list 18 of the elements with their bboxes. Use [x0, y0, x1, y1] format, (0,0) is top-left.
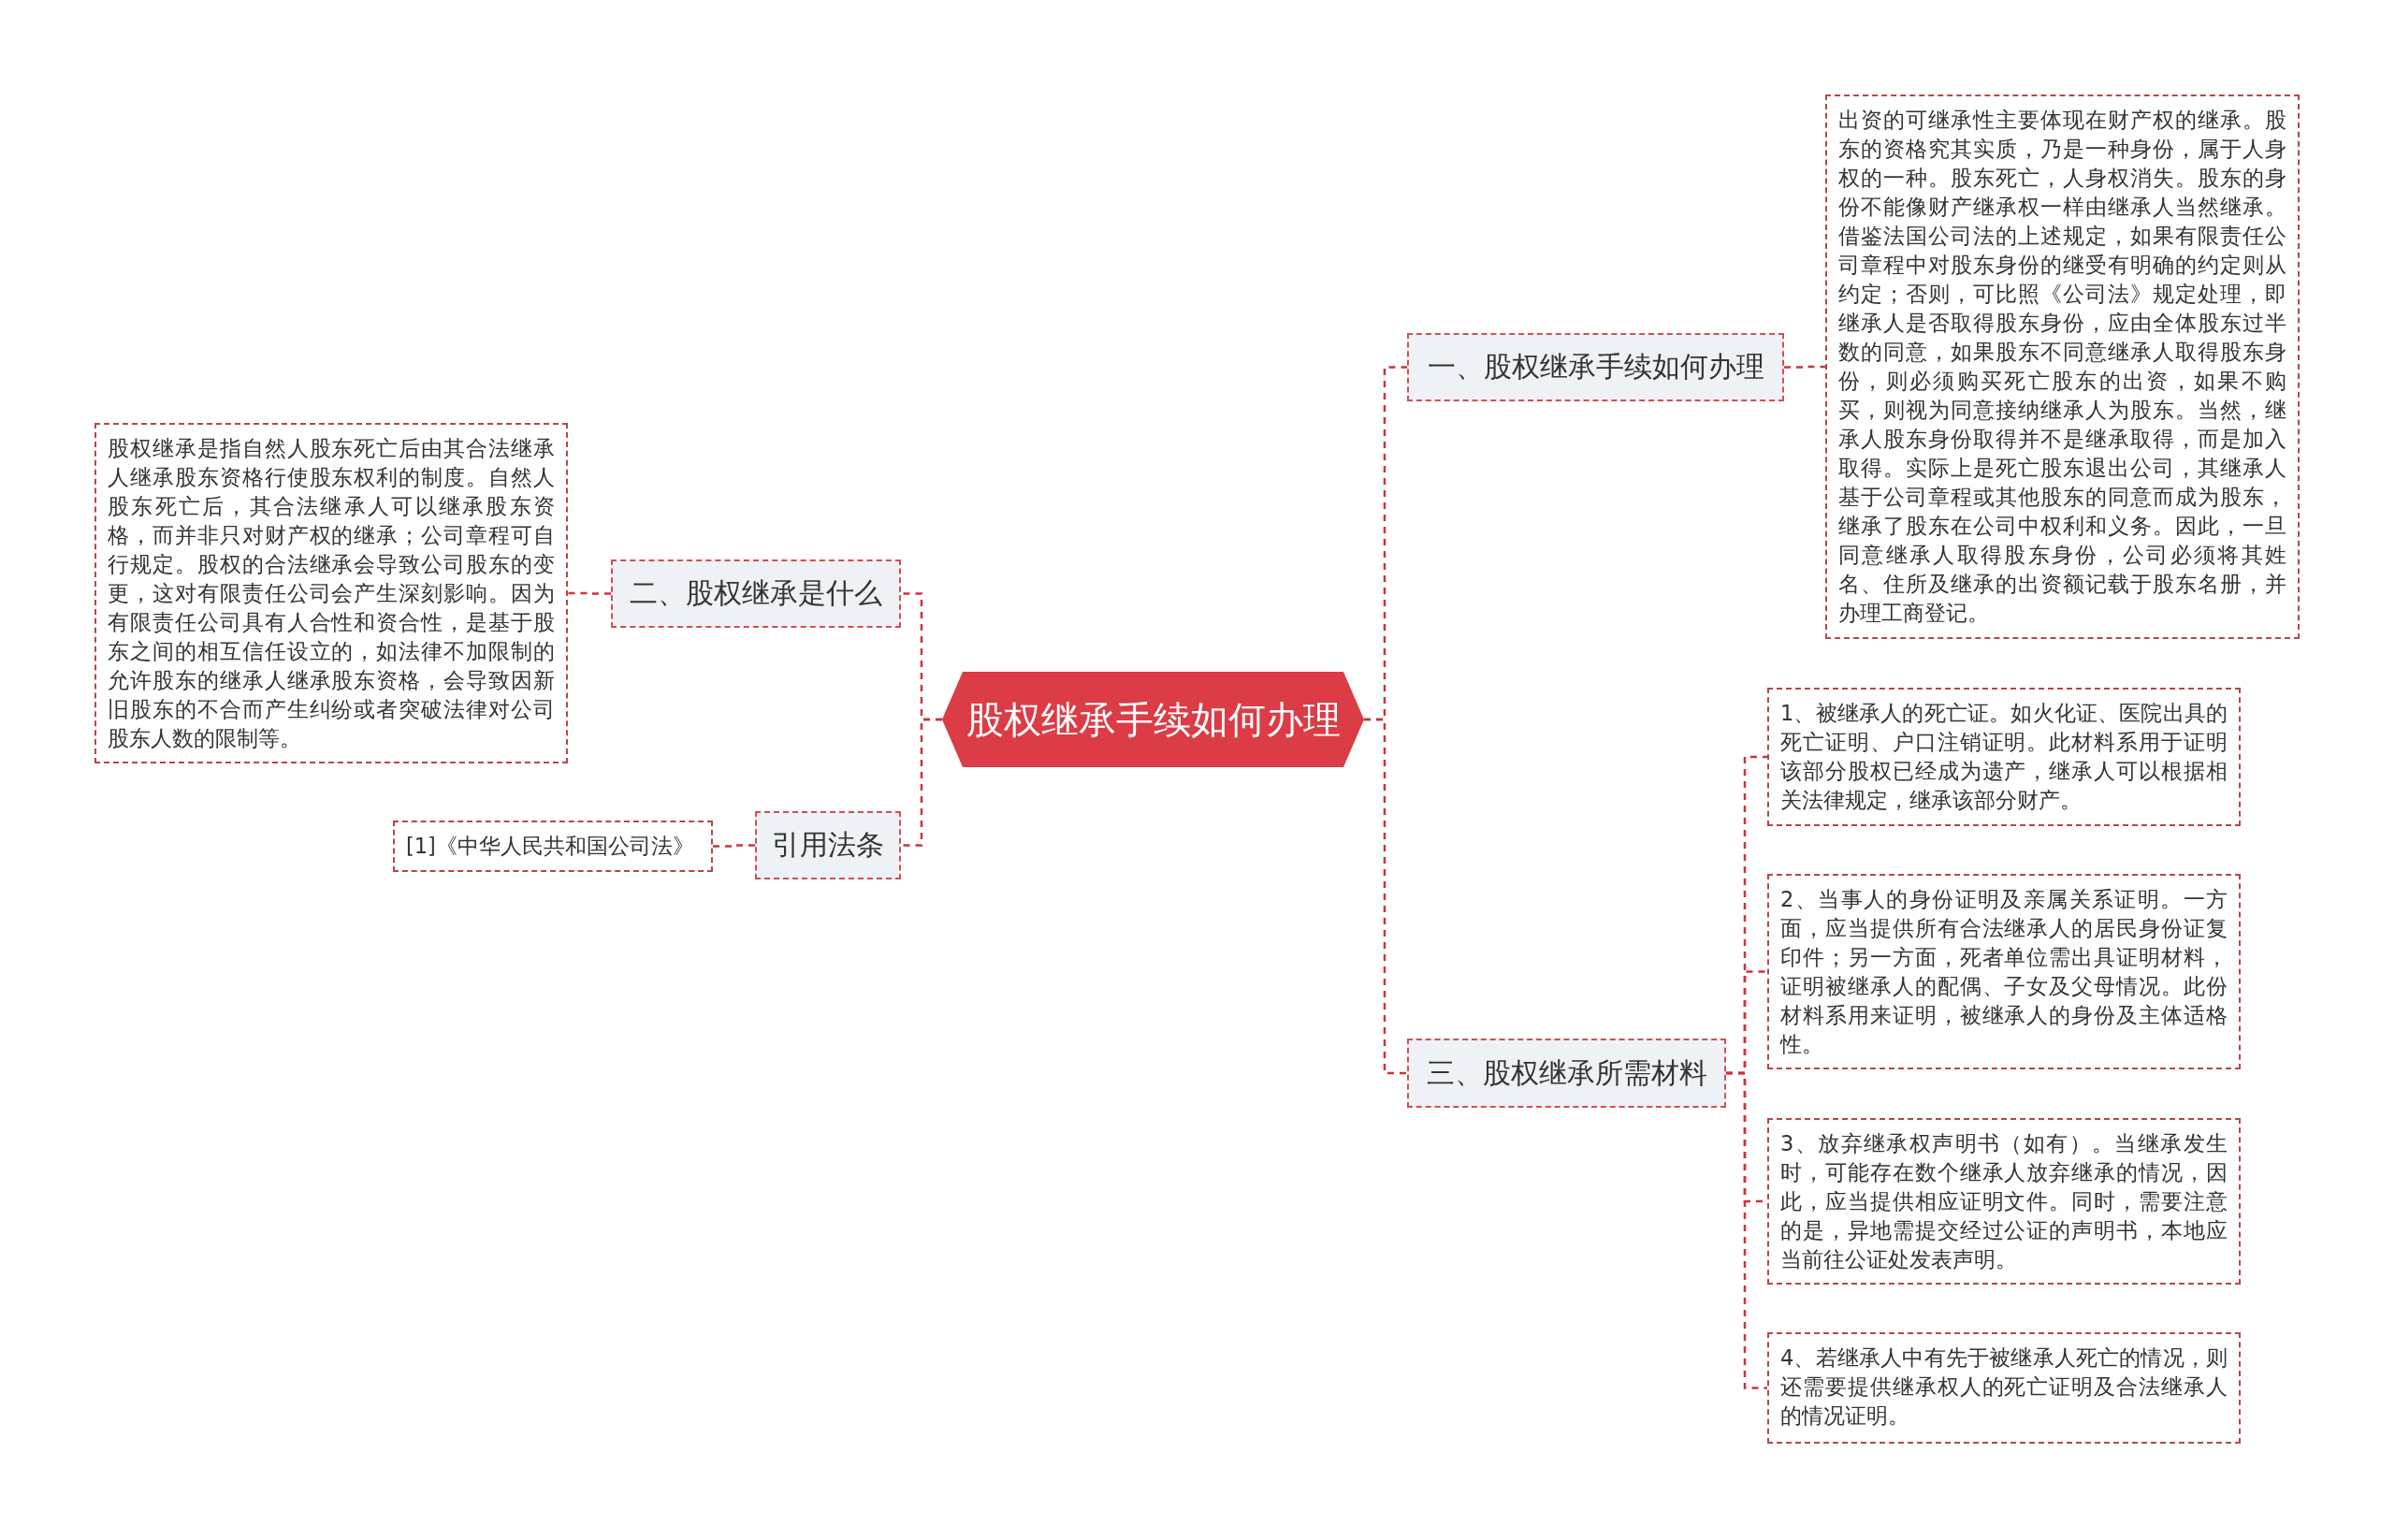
text-box: 4、若继承人中有先于被继承人死亡的情况，则还需要提供继承权人的死亡证明及合法继承人的情况证明。 [1767, 1332, 2241, 1444]
connector [568, 591, 611, 595]
text-box: 1、被继承人的死亡证。如火化证、医院出具的死亡证明、户口注销证明。此材料系用于证明该部分股权已经成为遗产，继承人可以根据相关法律规定，继承该部分财产。 [1767, 688, 2241, 826]
branch-box: 一、股权继承手续如何办理 [1407, 333, 1784, 401]
connector [1784, 365, 1825, 369]
text-box: 2、当事人的身份证明及亲属关系证明。一方面，应当提供所有合法继承人的居民身份证复印件；另一方面，死者单位需出具证明材料，证明被继承人的配偶、子女及父母情况。此份材料系用来证明，被继承人的身份及主体适格性。 [1767, 874, 2241, 1069]
connector [1364, 718, 1407, 1075]
text-box: 股权继承是指自然人股东死亡后由其合法继承人继承股东资格行使股东权利的制度。自然人股东死亡后，其合法继承人可以继承股东资格，而并非只对财产权的继承；公司章程可自行规定。股权的合法继承会导致公司股东的变更，这对有限责任公司会产生深刻影响。因为有限责任公司具有人合性和资合性，是基于股东之间的相互信任设立的，如法律不加限制的允许股东的继承人继承股东资格，会导致因新旧股东的不合而产生纠纷或者突破法律对公司股东人数的限制等。 [94, 423, 568, 763]
branch-box: 三、股权继承所需材料 [1407, 1039, 1726, 1108]
topic-hexagon: 股权继承手续如何办理 [942, 672, 1364, 767]
connector [1726, 1071, 1767, 1389]
text-box: 出资的可继承性主要体现在财产权的继承。股东的资格究其实质，乃是一种身份，属于人身权的一种。股东死亡，人身权消失。股东的身份不能像财产继承权一样由继承人当然继承。借鉴法国公司法的上述规定，如果有限责任公司章程中对股东身份的继受有明确的约定则从约定；否则，可比照《公司法》规定处理，即继承人是否取得股东身份，应由全体股东过半数的同意，如果股东不同意继承人取得股东身份，则必须购买死亡股东的出资，如果不购买，则视为同意接纳继承人为股东。当然，继承人股东身份取得并不是继承取得，而是加入取得。实际上是死亡股东退出公司，其继承人基于公司章程或其他股东的同意而成为股东，继承了股东在公司中权利和义务。因此，一旦同意继承人取得股东身份，公司必须将其姓名、住所及继承的出资额记载于股东名册，并办理工商登记。 [1825, 94, 2300, 639]
connector [901, 718, 942, 847]
connector [713, 844, 755, 848]
branch-box: 引用法条 [755, 811, 901, 879]
text-box: 3、放弃继承权声明书（如有）。当继承发生时，可能存在数个继承人放弃继承的情况，因此，应当提供相应证明文件。同时，需要注意的是，异地需提交经过公证的声明书，本地应当前往公证处发表声明。 [1767, 1118, 2241, 1285]
text-box: [1]《中华人民共和国公司法》 [393, 821, 713, 872]
branch-box: 二、股权继承是什么 [611, 559, 901, 628]
